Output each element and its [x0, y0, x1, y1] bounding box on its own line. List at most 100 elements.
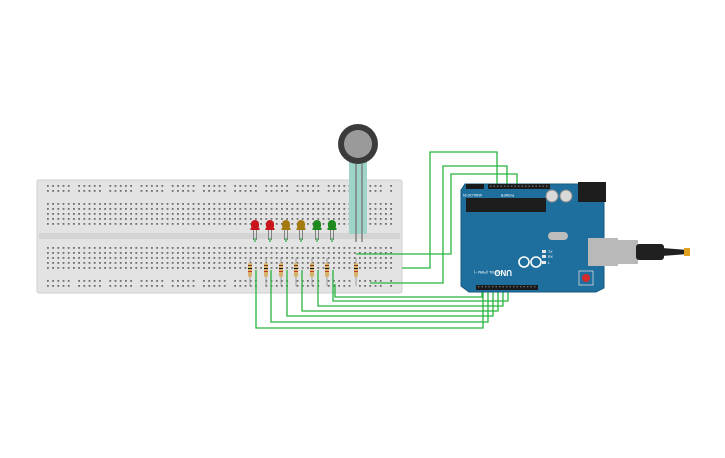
arduino-header-pin[interactable]	[539, 185, 541, 187]
arduino-header-pin[interactable]	[518, 185, 520, 187]
wire-led-5[interactable]	[317, 270, 504, 307]
breadboard-hole	[104, 247, 106, 249]
breadboard-hole	[104, 208, 106, 210]
led-red[interactable]	[250, 220, 260, 240]
wire-led-6[interactable]	[332, 270, 509, 302]
resistor[interactable]	[325, 258, 329, 286]
arduino-header-pin[interactable]	[525, 185, 527, 187]
resistor[interactable]	[294, 258, 298, 286]
arduino-header-pin[interactable]	[542, 185, 544, 187]
arduino-reset-button[interactable]	[582, 274, 590, 282]
breadboard-hole	[296, 203, 299, 205]
breadboard-hole	[161, 213, 164, 215]
breadboard-hole	[83, 218, 86, 220]
arduino-header-pin[interactable]	[530, 286, 532, 288]
arduino-header-pin[interactable]	[520, 286, 522, 288]
wire-led-3[interactable]	[286, 270, 494, 317]
led-yellow[interactable]	[281, 220, 291, 240]
breadboard-hole	[114, 208, 117, 210]
breadboard-hole	[177, 208, 179, 210]
arduino-header-pin[interactable]	[532, 185, 534, 187]
arduino-header-pin[interactable]	[506, 286, 508, 288]
breadboard-hole	[327, 262, 330, 264]
breadboard-hole	[234, 203, 236, 205]
breadboard-hole	[374, 203, 377, 205]
arduino-header-pin[interactable]	[499, 286, 501, 288]
arduino-header-pin[interactable]	[528, 185, 530, 187]
arduino-header-pin[interactable]	[485, 286, 487, 288]
arduino-header-pin[interactable]	[535, 185, 537, 187]
breadboard-hole	[156, 247, 158, 249]
breadboard-hole	[333, 218, 335, 220]
arduino-header-pin[interactable]	[500, 185, 502, 187]
led-green[interactable]	[312, 220, 322, 240]
arduino-header-pin[interactable]	[493, 185, 495, 187]
breadboard-hole	[177, 190, 179, 192]
wire-led-4[interactable]	[301, 270, 499, 312]
arduino-header-pin[interactable]	[478, 286, 480, 288]
breadboard-hole	[171, 257, 174, 259]
resistor[interactable]	[264, 258, 268, 286]
arduino-header-pin[interactable]	[514, 185, 516, 187]
arduino-header-pin[interactable]	[507, 185, 509, 187]
breadboard-hole	[109, 257, 112, 259]
breadboard-hole	[255, 213, 257, 215]
led-yellow[interactable]	[296, 220, 306, 240]
breadboard-hole	[249, 280, 252, 282]
breadboard-hole	[286, 262, 288, 264]
breadboard-hole	[145, 262, 148, 264]
breadboard-hole	[234, 267, 236, 269]
arduino-header-pin[interactable]	[492, 286, 494, 288]
arduino-header-pin[interactable]	[497, 185, 499, 187]
arduino-header-pin[interactable]	[509, 286, 511, 288]
breadboard-hole	[119, 267, 122, 269]
arduino-header-pin[interactable]	[513, 286, 515, 288]
resistor[interactable]	[354, 258, 358, 286]
force-sensor[interactable]	[338, 124, 378, 242]
arduino-header-pin[interactable]	[523, 286, 525, 288]
breadboard-hole	[99, 285, 101, 287]
usb-cable[interactable]	[616, 240, 690, 264]
breadboard[interactable]	[36, 179, 403, 294]
arduino-header-pin[interactable]	[495, 286, 497, 288]
breadboard-hole	[135, 267, 138, 269]
arduino-header-pin[interactable]	[490, 185, 492, 187]
breadboard-hole	[234, 247, 236, 249]
breadboard-hole	[249, 223, 252, 225]
arduino-header-pin[interactable]	[504, 185, 506, 187]
breadboard-hole	[364, 247, 366, 249]
breadboard-hole	[239, 267, 242, 269]
wire-gnd-to-breadboard[interactable]	[370, 165, 508, 284]
wire-led-ground[interactable]	[254, 238, 333, 242]
wire-led-1[interactable]	[255, 270, 484, 329]
arduino-header-pin[interactable]	[511, 185, 513, 187]
breadboard-hole	[109, 208, 112, 210]
breadboard-hole	[208, 247, 210, 249]
led-green[interactable]	[327, 220, 337, 240]
resistor[interactable]	[279, 258, 283, 286]
wire-5v-to-breadboard[interactable]	[402, 151, 498, 269]
arduino-header-pin[interactable]	[521, 185, 523, 187]
breadboard-hole	[140, 203, 143, 205]
breadboard-hole	[359, 280, 361, 282]
breadboard-hole	[244, 208, 247, 210]
arduino-header-pin[interactable]	[546, 185, 548, 187]
arduino-header-pin[interactable]	[527, 286, 529, 288]
wire-led-2[interactable]	[270, 270, 489, 323]
arduino-header-pin[interactable]	[481, 286, 483, 288]
arduino-header-pin[interactable]	[534, 286, 536, 288]
arduino-header-pin[interactable]	[488, 286, 490, 288]
breadboard-hole	[192, 262, 195, 264]
led-red[interactable]	[265, 220, 275, 240]
resistor[interactable]	[310, 258, 314, 286]
arduino-uno[interactable]: UNO ANALOG IN POWER DIGITAL (PWM ~) TX R…	[460, 182, 618, 293]
breadboard-hole	[275, 190, 278, 192]
breadboard-hole	[270, 208, 273, 210]
breadboard-hole	[260, 252, 262, 254]
arduino-header-pin[interactable]	[502, 286, 504, 288]
arduino-header-pin[interactable]	[516, 286, 518, 288]
wire-a0-to-sensor[interactable]	[356, 173, 518, 255]
resistor[interactable]	[248, 258, 252, 286]
breadboard-hole	[57, 267, 60, 269]
